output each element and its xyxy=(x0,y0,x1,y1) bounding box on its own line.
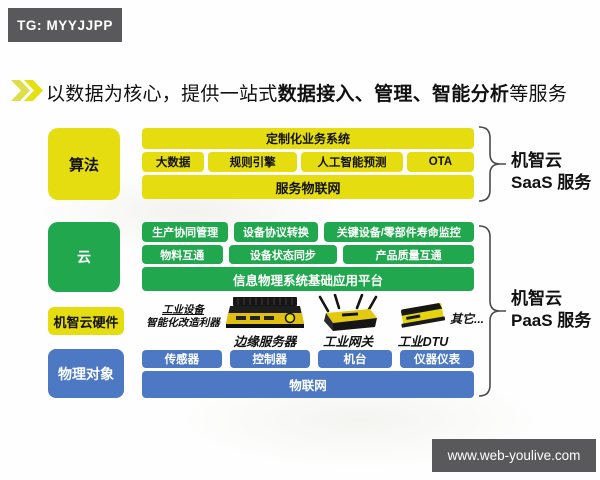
title-pre: 以数据为核心，提供一站式 xyxy=(46,84,278,105)
double-chevron-right-icon xyxy=(11,80,45,106)
industrial-dtu-image xyxy=(396,300,450,335)
box-sensor: 传感器 xyxy=(142,350,222,368)
box-big-data: 大数据 xyxy=(142,152,205,172)
title-highlight: 数据接入、管理、智能分析 xyxy=(277,84,510,105)
cloud-row-2: 物料互通 设备状态同步 产品质量互通 xyxy=(142,245,474,264)
box-controller: 控制器 xyxy=(229,350,310,368)
cloud-row-1: 生产协同管理 设备协议转换 关键设备/零部件寿命监控 xyxy=(142,222,474,242)
hardware-tagline: 工业设备 智能化改造利器 xyxy=(140,304,226,330)
hardware-tagline-line2: 智能化改造利器 xyxy=(146,317,220,329)
saas-label-line1: 机智云 xyxy=(511,151,562,170)
paas-brace xyxy=(477,224,507,403)
website-watermark-badge: www.web-youlive.com xyxy=(432,439,596,472)
paas-label-line2: PaaS 服务 xyxy=(511,310,592,330)
algorithm-middle-row: 大数据 规则引擎 人工智能预测 OTA xyxy=(142,152,474,172)
tg-watermark-badge: TG: MYYJJPP xyxy=(8,8,122,42)
box-machine: 机台 xyxy=(317,350,393,368)
layer-label-hardware: 机智云硬件 xyxy=(48,307,124,335)
layer-label-algorithm: 算法 xyxy=(48,128,120,200)
paas-service-label: 机智云 PaaS 服务 xyxy=(511,288,591,331)
box-iot-network: 物联网 xyxy=(142,371,474,398)
saas-brace xyxy=(477,125,507,208)
hardware-other-text: 其它... xyxy=(450,312,485,326)
box-production-collab-mgmt: 生产协同管理 xyxy=(142,222,229,242)
industrial-dtu-label: 工业DTU xyxy=(397,335,449,349)
box-cyber-physical-platform: 信息物理系统基础应用平台 xyxy=(142,267,474,291)
title-post: 等服务 xyxy=(509,84,568,105)
page-title: 以数据为核心，提供一站式数据接入、管理、智能分析等服务 xyxy=(46,79,567,106)
layer-label-cloud: 云 xyxy=(48,222,120,292)
box-device-status-sync: 设备状态同步 xyxy=(228,245,338,264)
saas-label-line2: SaaS 服务 xyxy=(511,172,592,192)
box-ota: OTA xyxy=(406,152,474,172)
hardware-tagline-line1: 工业设备 xyxy=(162,304,204,316)
box-device-protocol-convert: 设备协议转换 xyxy=(234,222,318,242)
industrial-gateway-label: 工业网关 xyxy=(322,335,373,349)
box-rule-engine: 规则引擎 xyxy=(208,152,298,172)
physical-row-1: 传感器 控制器 机台 仪器仪表 xyxy=(142,350,474,368)
box-key-device-life-monitor: 关键设备/零部件寿命监控 xyxy=(323,222,474,242)
box-custom-business-system: 定制化业务系统 xyxy=(142,128,474,149)
edge-server-image xyxy=(226,297,304,336)
box-service-iot: 服务物联网 xyxy=(142,175,474,199)
layer-label-physical: 物理对象 xyxy=(48,349,124,398)
box-ai-prediction: 人工智能预测 xyxy=(301,152,403,172)
box-instruments: 仪器仪表 xyxy=(400,350,474,368)
paas-label-line1: 机智云 xyxy=(511,289,562,308)
industrial-gateway-image xyxy=(316,293,380,337)
edge-server-label: 边缘服务器 xyxy=(233,335,297,349)
saas-service-label: 机智云 SaaS 服务 xyxy=(511,150,591,193)
box-product-quality-exchange: 产品质量互通 xyxy=(343,245,474,264)
box-material-interchange: 物料互通 xyxy=(142,245,223,264)
